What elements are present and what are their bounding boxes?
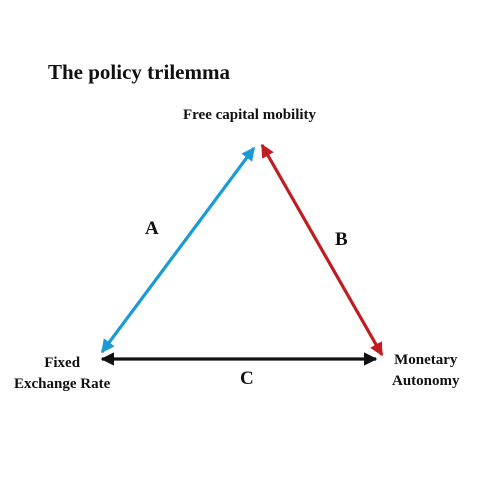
node-fixed-exchange-rate: Fixed Exchange Rate bbox=[14, 353, 110, 395]
edge-label-a: A bbox=[145, 218, 159, 239]
diagram-title: The policy trilemma bbox=[48, 60, 230, 84]
edge-label-c: C bbox=[240, 368, 254, 389]
node-monetary-autonomy: Monetary Autonomy bbox=[392, 350, 460, 392]
node-left-line2: Exchange Rate bbox=[14, 376, 111, 392]
edge-label-b: B bbox=[335, 229, 348, 250]
arrow-b-top-right bbox=[260, 143, 384, 357]
arrow-a-top-left bbox=[100, 146, 256, 354]
node-left-line1: Fixed bbox=[44, 355, 81, 371]
node-right-line2: Autonomy bbox=[392, 373, 460, 389]
node-free-capital-mobility: Free capital mobility bbox=[183, 107, 317, 123]
node-right-line1: Monetary bbox=[394, 352, 458, 368]
